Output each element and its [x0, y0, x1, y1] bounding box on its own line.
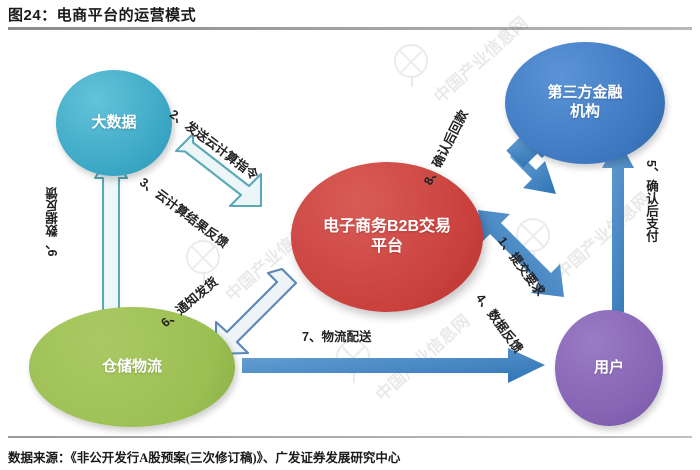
flow-label-5: 5、确认后支付 — [644, 160, 658, 242]
node-user-label: 用户 — [593, 358, 624, 376]
flow-label-7: 7、物流配送 — [302, 330, 372, 344]
node-user[interactable]: 用户 — [555, 310, 663, 426]
node-big-data-label: 大数据 — [91, 113, 137, 131]
node-logistics-label: 仓储物流 — [101, 357, 162, 375]
diagram-canvas: 中国产业信息网 中国产业信息网 中国产业信息网 中国产业信息网 — [0, 13, 700, 432]
arrow-1-4-user-platform — [478, 210, 564, 297]
node-platform-label-line1: 电子商务B2B交易 — [322, 218, 451, 235]
node-b2b-platform[interactable]: 电子商务B2B交易 平台 — [291, 162, 483, 312]
arrow-6-platform-logistics — [214, 267, 298, 356]
arrow-5-user-finance — [602, 138, 634, 312]
figure-source: 数据来源：《非公开发行A股预案(三次修订稿)》、广发证券发展研究中心 — [8, 451, 401, 465]
node-platform-label-line2: 平台 — [370, 238, 403, 255]
node-third-party-financial-institution[interactable]: 第三方金融 机构 — [505, 42, 665, 164]
node-finance-label-line1: 第三方金融 — [547, 84, 623, 102]
flow-label-9: 9、数据反馈 — [46, 187, 60, 257]
figure-title: 图24：电商平台的运营模式 — [8, 7, 197, 24]
arrow-7-logistics-user — [242, 348, 545, 383]
node-big-data[interactable]: 大数据 — [56, 70, 172, 176]
arrow-2-3-bigdata-platform — [174, 132, 263, 208]
arrow-9-logistics-bigdata — [93, 152, 129, 324]
node-finance-label-line2: 机构 — [569, 103, 600, 120]
title-divider — [8, 27, 692, 30]
node-warehouse-logistics[interactable]: 仓储物流 — [29, 307, 235, 427]
source-divider — [8, 436, 692, 438]
